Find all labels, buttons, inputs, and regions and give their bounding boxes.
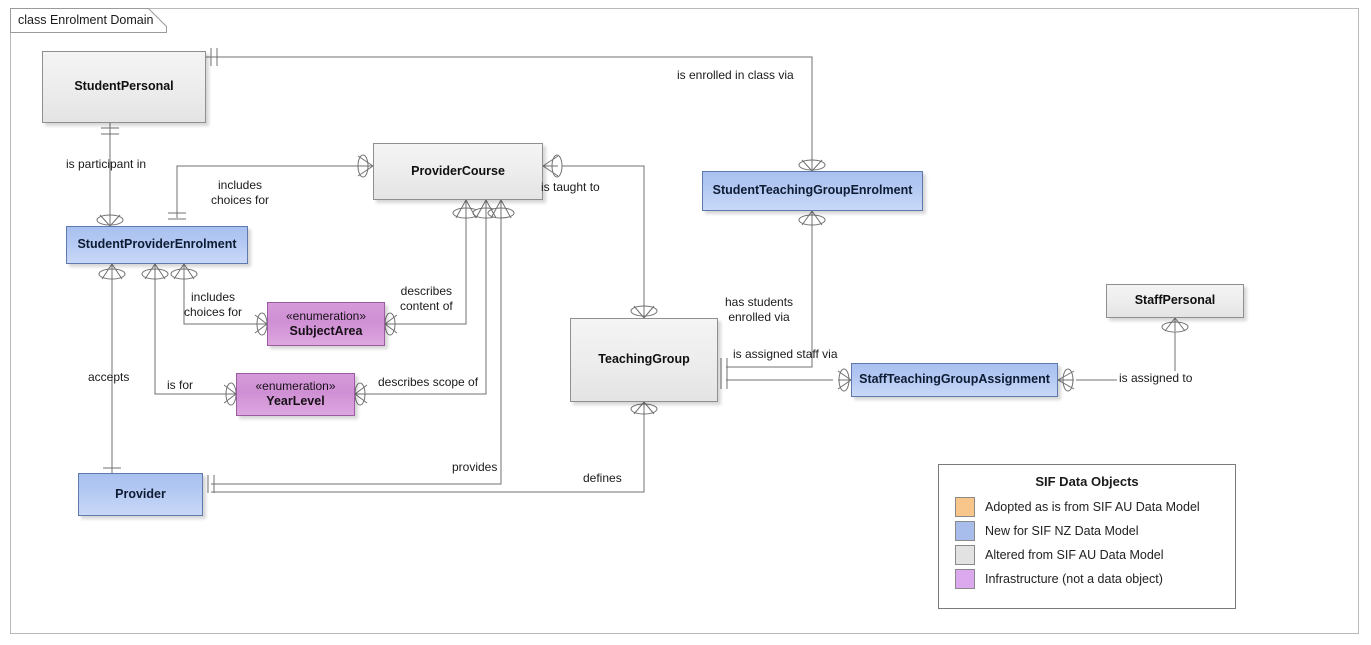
diagram-frame-label: class Enrolment Domain <box>18 13 154 27</box>
legend-item-label: Altered from SIF AU Data Model <box>985 548 1164 562</box>
enumeration-node-year-level[interactable]: «enumeration» YearLevel <box>236 373 355 416</box>
edge-label-provides: provides <box>452 460 498 474</box>
class-node-student-teaching-group-enrolment[interactable]: StudentTeachingGroupEnrolment <box>702 171 923 211</box>
legend-item: Adopted as is from SIF AU Data Model <box>955 497 1235 517</box>
legend-swatch-infrastructure <box>955 569 975 589</box>
edge-label-has-students-enrolled-via: has students enrolled via <box>725 295 794 324</box>
legend-swatch-new <box>955 521 975 541</box>
edge-label-accepts: accepts <box>88 370 130 384</box>
class-node-label: StudentProviderEnrolment <box>77 237 237 252</box>
legend-title: SIF Data Objects <box>1035 474 1139 489</box>
class-node-label: StaffTeachingGroupAssignment <box>859 372 1050 387</box>
legend-item: Infrastructure (not a data object) <box>955 569 1235 589</box>
edge-label-includes-choices-for-subject: includes choices for <box>184 290 243 319</box>
stereotype-label: «enumeration» <box>285 308 367 323</box>
class-node-teaching-group[interactable]: TeachingGroup <box>570 318 718 402</box>
stereotype-label: «enumeration» <box>255 379 336 394</box>
legend-item-label: Infrastructure (not a data object) <box>985 572 1163 586</box>
edge-label-is-for: is for <box>167 378 194 392</box>
legend-item-label: New for SIF NZ Data Model <box>985 524 1139 538</box>
legend-item: New for SIF NZ Data Model <box>955 521 1235 541</box>
class-node-label: YearLevel <box>266 394 325 409</box>
class-node-provider-course[interactable]: ProviderCourse <box>373 143 543 200</box>
legend-item: Altered from SIF AU Data Model <box>955 545 1235 565</box>
class-node-label: TeachingGroup <box>598 352 690 367</box>
legend-swatch-altered <box>955 545 975 565</box>
class-node-student-provider-enrolment[interactable]: StudentProviderEnrolment <box>66 226 248 264</box>
edge-label-is-taught-to: is taught to <box>541 180 600 194</box>
edge-label-defines: defines <box>583 471 622 485</box>
legend-panel: SIF Data Objects Adopted as is from SIF … <box>938 464 1236 609</box>
edge-label-describes-scope-of: describes scope of <box>378 375 479 389</box>
edge-label-is-assigned-staff-via: is assigned staff via <box>733 347 838 361</box>
legend-swatch-adopted <box>955 497 975 517</box>
edge-label-is-participant-in: is participant in <box>66 157 147 171</box>
edge-label-is-enrolled-in-class-via: is enrolled in class via <box>677 68 794 82</box>
class-node-student-personal[interactable]: StudentPersonal <box>42 51 206 123</box>
class-node-label: Provider <box>115 486 166 501</box>
class-node-label: StudentPersonal <box>74 79 174 94</box>
class-node-staff-teaching-group-assignment[interactable]: StaffTeachingGroupAssignment <box>851 363 1058 397</box>
edge-label-includes-choices-for-course: includes choices for <box>211 178 270 207</box>
class-node-staff-personal[interactable]: StaffPersonal <box>1106 284 1244 318</box>
class-node-label: StudentTeachingGroupEnrolment <box>712 183 913 198</box>
class-node-provider[interactable]: Provider <box>78 473 203 516</box>
class-node-label: StaffPersonal <box>1134 293 1216 308</box>
legend-item-label: Adopted as is from SIF AU Data Model <box>985 500 1200 514</box>
enumeration-node-subject-area[interactable]: «enumeration» SubjectArea <box>267 302 385 346</box>
class-node-label: SubjectArea <box>289 323 363 338</box>
class-node-label: ProviderCourse <box>411 163 505 178</box>
edge-label-describes-content-of: describes content of <box>400 284 453 313</box>
edge-label-is-assigned-to: is assigned to <box>1117 371 1195 386</box>
